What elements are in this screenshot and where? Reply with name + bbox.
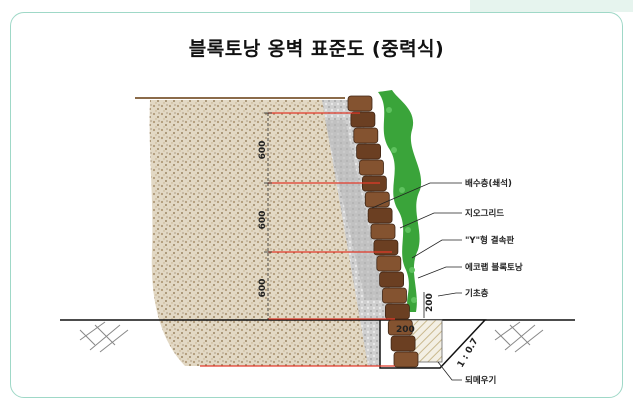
label-geogrid: 지오그리드 <box>465 208 504 219</box>
label-block: 에코랩 블록토낭 <box>465 262 523 273</box>
block-unit <box>384 303 410 320</box>
dim-base-width: 200 <box>396 325 415 335</box>
leader-drain <box>371 182 462 209</box>
block-unit <box>356 143 382 160</box>
block-stack <box>347 95 419 368</box>
block-unit <box>367 207 393 224</box>
block-unit <box>364 191 390 208</box>
block-unit <box>347 95 373 112</box>
label-backfill: 되메우기 <box>465 375 496 386</box>
block-unit <box>390 335 416 352</box>
block-unit <box>353 127 379 144</box>
block-unit <box>359 159 384 176</box>
leader-geogrid <box>399 212 462 229</box>
leader-lines <box>371 182 462 381</box>
leader-block <box>417 266 462 279</box>
label-connector: "Y"형 결속판 <box>465 235 514 246</box>
label-drain: 배수층(쇄석) <box>465 178 512 189</box>
vegetation <box>378 90 422 312</box>
dimension-line <box>264 112 272 321</box>
leader-foundation <box>437 292 462 297</box>
dim-spacing-bottom: 600 <box>258 279 268 298</box>
block-unit <box>370 223 396 240</box>
ground-hatch-left <box>79 321 129 353</box>
block-unit <box>350 111 376 128</box>
geogrid-lines <box>200 112 395 367</box>
dim-spacing-mid: 600 <box>258 211 268 230</box>
tab-accent <box>470 0 633 12</box>
dim-base-height: 200 <box>425 293 435 312</box>
leader-backfill <box>437 361 462 381</box>
leader-connector <box>411 239 462 259</box>
block-unit <box>373 239 399 256</box>
block-unit <box>387 319 413 336</box>
block-unit <box>379 271 405 288</box>
block-unit <box>382 287 407 304</box>
drainage-shade <box>325 120 385 300</box>
ground-hatch-right <box>494 321 544 353</box>
block-unit <box>376 255 402 272</box>
label-foundation: 기초층 <box>465 288 489 299</box>
diagram-title: 블록토낭 옹벽 표준도 (중력식) <box>188 38 445 60</box>
vegetation-highlight <box>386 107 417 303</box>
backfill-soil <box>149 100 392 366</box>
block-unit <box>393 351 419 368</box>
dim-spacing-top: 600 <box>258 141 268 160</box>
